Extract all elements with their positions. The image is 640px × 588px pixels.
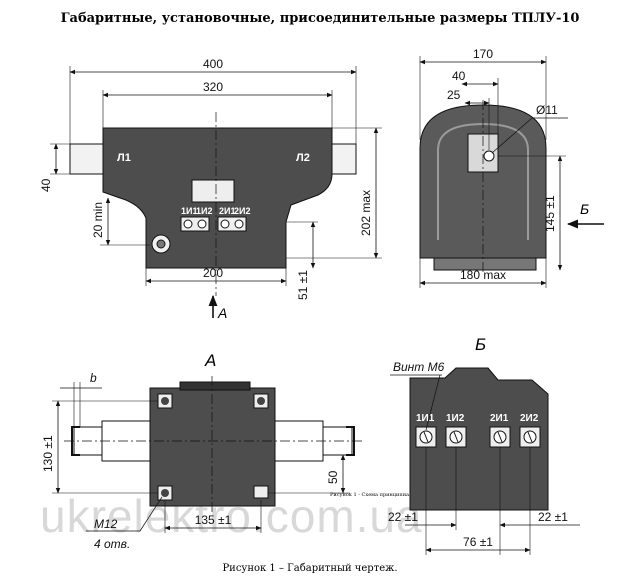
secondary-label-2: 1И2 xyxy=(196,206,212,216)
dim-20min: 20 min xyxy=(91,202,105,238)
screw-leader xyxy=(425,374,441,431)
view-a: А b 130 ±1 50 xyxy=(41,351,362,551)
view-a-title: А xyxy=(204,351,216,370)
dim-145: 145 ±1 xyxy=(543,195,557,232)
view-b-label-3: 2И1 xyxy=(490,413,509,424)
secondary-label-4: 2И2 xyxy=(234,206,250,216)
terminal-screw-icon xyxy=(183,219,193,229)
dim-202max: 202 max xyxy=(359,190,373,236)
dim-180max: 180 max xyxy=(460,268,506,282)
screw-slot xyxy=(453,431,459,443)
dim-b: b xyxy=(90,371,97,385)
view-b-label-2: 1И2 xyxy=(446,413,465,424)
dim-25: 25 xyxy=(447,88,461,102)
dim-22-right: 22 ±1 xyxy=(538,510,568,524)
screw-slot xyxy=(497,431,503,443)
terminal-screw-icon xyxy=(234,219,244,229)
mount-hole-inner-icon xyxy=(161,489,169,497)
nameplate xyxy=(191,179,235,203)
screw-slot xyxy=(423,431,429,443)
terminal-screw-icon xyxy=(220,219,230,229)
terminal-label-left: Л1 xyxy=(117,152,131,164)
dim-170: 170 xyxy=(473,47,493,61)
side-view: 170 40 25 Ø11 145 ±1 180 max Б xyxy=(419,47,604,288)
dim-50: 50 xyxy=(326,470,340,484)
dim-76: 76 ±1 xyxy=(463,535,493,549)
schematic-note: Рисунок 1 - Схема принципиальная xyxy=(330,492,424,498)
secondary-label-1: 1И1 xyxy=(181,206,197,216)
bolt-leader xyxy=(139,496,163,532)
secondary-label-3: 2И1 xyxy=(219,206,235,216)
view-b-body xyxy=(409,367,549,511)
view-arrow-a-label: А xyxy=(217,305,227,321)
dim-hole: Ø11 xyxy=(536,103,558,117)
view-b-title: Б xyxy=(475,335,486,354)
front-view: Л1 Л2 1И1 1И2 2И1 2И2 400 320 40 20 min … xyxy=(39,57,382,321)
bolt-note-1: М12 xyxy=(94,517,118,531)
ground-plate-icon xyxy=(253,485,269,499)
dim-200: 200 xyxy=(203,266,223,280)
terminal-screw-icon xyxy=(197,219,207,229)
mount-hole-inner-icon xyxy=(161,397,169,405)
screw-note: Винт М6 xyxy=(393,360,445,374)
dim-40-side: 40 xyxy=(452,69,466,83)
hole-leader xyxy=(491,117,533,154)
page-title: Габаритные, установочные, присоединитель… xyxy=(61,11,580,26)
mount-hole-inner-icon xyxy=(257,397,265,405)
hole-icon xyxy=(483,150,495,162)
dim-400: 400 xyxy=(203,57,223,71)
dim-130: 130 ±1 xyxy=(41,435,55,472)
screw-slot xyxy=(527,431,533,443)
dim-40: 40 xyxy=(39,178,53,192)
dim-51: 51 ±1 xyxy=(296,270,310,300)
view-b-label-4: 2И2 xyxy=(520,413,539,424)
view-arrow-b-label: Б xyxy=(580,201,589,217)
primary-terminal-right xyxy=(331,143,357,175)
primary-terminal-left xyxy=(69,143,104,175)
view-b: Б 1И1 1И2 2И1 2И2 Винт М6 22 ±1 xyxy=(388,335,580,555)
ground-bolt-inner-icon xyxy=(156,239,166,249)
bolt-note-2: 4 отв. xyxy=(94,537,130,551)
dim-22-left: 22 ±1 xyxy=(388,510,418,524)
view-b-label-1: 1И1 xyxy=(416,413,435,424)
dim-320: 320 xyxy=(203,80,223,94)
terminal-label-right: Л2 xyxy=(296,152,310,164)
dim-135: 135 ±1 xyxy=(195,513,232,527)
figure-caption: Рисунок 1 – Габаритный чертеж. xyxy=(222,563,397,574)
view-a-top-strip xyxy=(179,381,251,391)
side-base xyxy=(433,257,537,271)
